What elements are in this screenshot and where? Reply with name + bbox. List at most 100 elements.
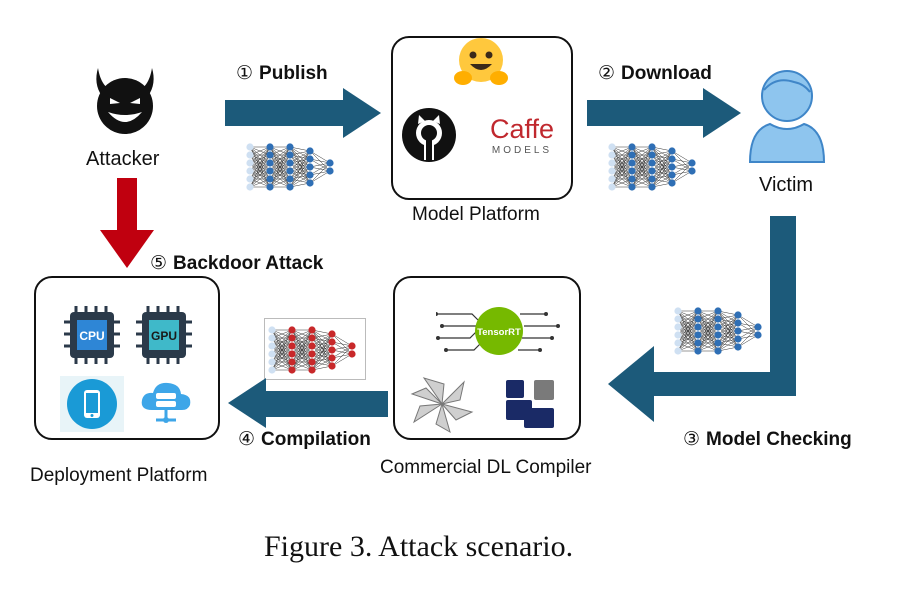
nn-edge [631, 170, 653, 188]
nn-edge [309, 162, 331, 184]
nn-node [286, 167, 294, 175]
nn-node [628, 175, 636, 183]
nn-edge [269, 146, 291, 164]
nn-node [668, 147, 676, 155]
nn-node [306, 147, 314, 155]
nn-node [608, 159, 616, 167]
nn-node [246, 183, 254, 191]
nn-edge [249, 146, 271, 164]
nn-edge [671, 162, 693, 176]
nn-node [306, 179, 314, 187]
nn-node [734, 327, 742, 335]
nn-edge [651, 174, 673, 188]
nn-node [308, 326, 316, 334]
nn-node [688, 167, 696, 175]
nn-edge [737, 334, 759, 348]
nn-node [674, 307, 682, 315]
nn-edge [289, 150, 311, 188]
nn-node [286, 183, 294, 191]
nn-edge [269, 170, 291, 188]
nn-node [326, 159, 334, 167]
nn-edge [697, 326, 719, 352]
nn-node [286, 151, 294, 159]
nn-edge [271, 353, 293, 371]
nn-edge [611, 170, 633, 188]
nn-node [714, 331, 722, 339]
model-platform-label: Model Platform [412, 204, 540, 225]
nn-node [288, 342, 296, 350]
nn-edge [717, 314, 739, 344]
nn-node [268, 342, 276, 350]
nn-edge [671, 150, 693, 164]
nn-node [714, 347, 722, 355]
nn-node [328, 346, 336, 354]
nn-edge [677, 318, 699, 352]
user-icon [748, 70, 826, 163]
nn-edge [697, 334, 719, 352]
caffe-logo: Caffe MODELS [490, 114, 554, 156]
nn-icon-publish [246, 143, 334, 191]
download-arrow [587, 88, 741, 138]
nn-node [694, 323, 702, 331]
publish-arrow [225, 88, 381, 138]
nn-node [268, 350, 276, 358]
tvm-icon [410, 377, 474, 434]
nn-edge [311, 341, 333, 371]
nn-node [714, 307, 722, 315]
nn-node [668, 163, 676, 171]
nn-edge [697, 310, 719, 344]
nn-edge [717, 314, 739, 328]
nn-edge [631, 146, 653, 172]
nn-edge [631, 162, 653, 188]
nn-node [306, 171, 314, 179]
nn-edge [289, 174, 311, 188]
nn-edge [677, 334, 699, 352]
nn-node [308, 342, 316, 350]
nn-node [308, 350, 316, 358]
nn-node [348, 350, 356, 358]
nn-node [668, 155, 676, 163]
backdoor-arrow [100, 178, 154, 268]
nn-edge [291, 345, 313, 371]
nn-edge [651, 150, 673, 164]
phone-icon [60, 376, 124, 432]
nn-node [288, 334, 296, 342]
nn-node [608, 175, 616, 183]
cpu-chip-icon: CPU [64, 306, 120, 364]
nn-node [308, 358, 316, 366]
nn-edge [289, 150, 311, 180]
nn-node [308, 334, 316, 342]
nn-node [266, 159, 274, 167]
nn-node [328, 338, 336, 346]
nn-edge [611, 146, 633, 164]
nn-node [308, 366, 316, 374]
nn-edge [717, 338, 739, 352]
nn-edge [631, 146, 653, 180]
nn-node [714, 315, 722, 323]
nn-node [608, 143, 616, 151]
nn-node [628, 167, 636, 175]
nn-node [246, 167, 254, 175]
hugging-face-icon [454, 38, 508, 85]
nn-edge [697, 318, 719, 352]
nn-node [674, 331, 682, 339]
nn-edge [311, 333, 333, 363]
nn-edge [291, 329, 313, 347]
nn-node [246, 151, 254, 159]
nn-icon-compiled [268, 326, 356, 374]
attacker-label: Attacker [86, 148, 160, 170]
nn-node [306, 163, 314, 171]
compiler-label: Commercial DL Compiler [380, 457, 592, 478]
nn-node [608, 183, 616, 191]
github-icon [402, 108, 456, 162]
nn-edge [651, 166, 673, 188]
nn-node [268, 366, 276, 374]
nn-edge [677, 310, 699, 344]
nn-edge [651, 150, 673, 180]
nn-icon-download [608, 143, 696, 191]
nn-icon-checking [674, 307, 762, 355]
nn-node [628, 151, 636, 159]
nn-edge [271, 345, 293, 371]
nn-node [694, 315, 702, 323]
